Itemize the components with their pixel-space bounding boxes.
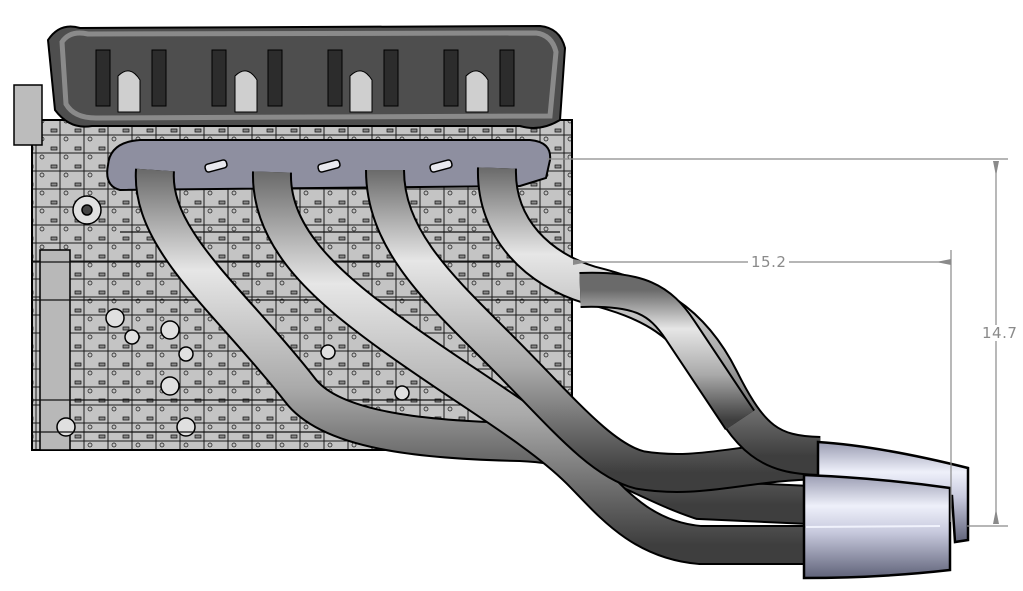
header-runners [134, 167, 821, 565]
dimension-label-vertical: 14.7 [979, 325, 1021, 341]
collectors [802, 440, 970, 580]
exhaust-flange [106, 139, 552, 192]
dimension-label-horizontal: 15.2 [748, 254, 790, 270]
valve-covers [117, 70, 489, 113]
cylinder-head [46, 24, 567, 129]
